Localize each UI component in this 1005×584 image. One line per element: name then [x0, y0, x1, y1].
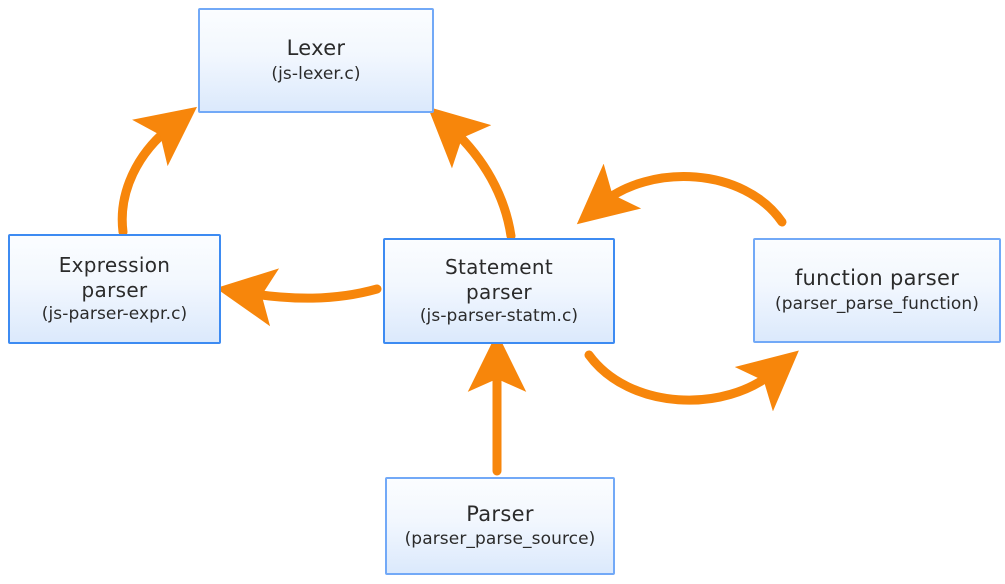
node-expression-parser-title-line2: parser	[81, 277, 148, 302]
node-function-parser[interactable]: function parser (parser_parse_function)	[753, 238, 1001, 343]
edge-statement-parser-to-function-parser	[584, 350, 799, 412]
node-statement-parser-title-line1: Statement	[445, 255, 553, 280]
edge-statement-parser-to-expression-parser	[215, 268, 382, 327]
node-statement-parser-subtitle: (js-parser-statm.c)	[419, 306, 579, 327]
node-lexer-title: Lexer	[286, 36, 346, 61]
node-statement-parser[interactable]: Statement parser (js-parser-statm.c)	[383, 238, 615, 344]
node-function-parser-subtitle: (parser_parse_function)	[774, 293, 980, 314]
node-parser-title: Parser	[466, 501, 534, 526]
node-expression-parser[interactable]: Expression parser (js-parser-expr.c)	[8, 234, 221, 344]
edge-expression-parser-to-lexer	[117, 106, 198, 237]
node-parser-subtitle: (parser_parse_source)	[404, 529, 596, 550]
node-expression-parser-subtitle: (js-parser-expr.c)	[41, 304, 188, 325]
node-lexer[interactable]: Lexer (js-lexer.c)	[198, 8, 434, 113]
edge-statement-parser-to-lexer	[427, 106, 516, 241]
node-expression-parser-title-line1: Expression	[58, 253, 171, 278]
node-lexer-subtitle: (js-lexer.c)	[271, 63, 361, 84]
node-parser[interactable]: Parser (parser_parse_source)	[385, 477, 615, 575]
edge-function-parser-to-statement-parser	[576, 163, 787, 227]
node-function-parser-title: function parser	[794, 266, 960, 291]
node-statement-parser-title-line2: parser	[466, 279, 532, 304]
